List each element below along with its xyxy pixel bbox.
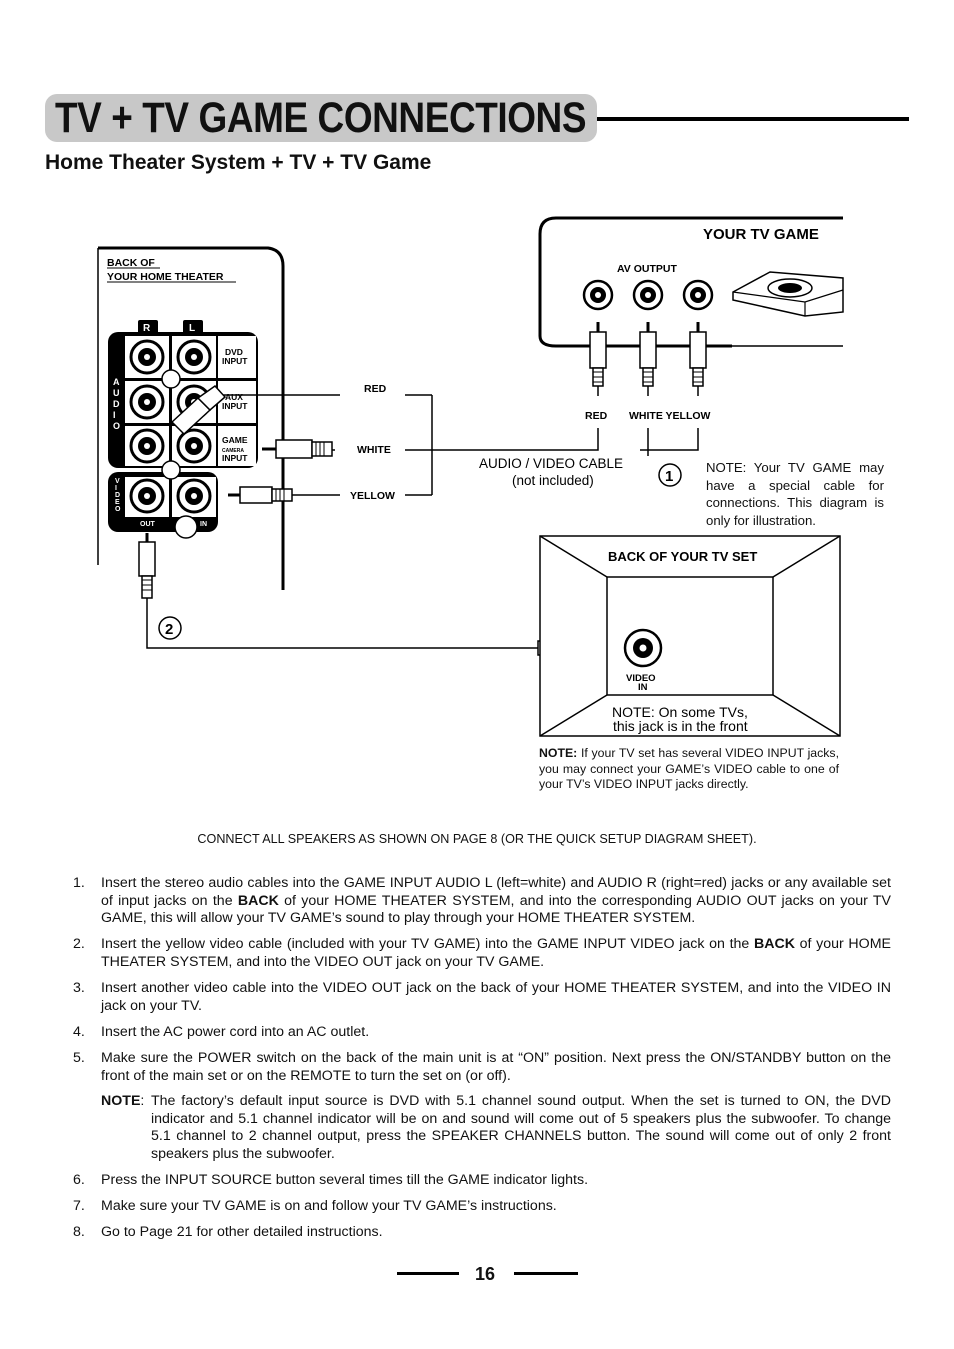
step-1-number: 1: [665, 468, 673, 485]
cable-red-label: RED: [364, 383, 387, 395]
footer-rule-left: [397, 1272, 459, 1275]
list-item: 4.Insert the AC power cord into an AC ou…: [73, 1023, 370, 1040]
svg-text:INPUT: INPUT: [222, 453, 248, 463]
av-plug-red: [589, 322, 607, 396]
connection-diagram: BACK OF YOUR HOME THEATER R L A U D I O: [97, 216, 844, 737]
page-number: 16: [474, 1264, 496, 1284]
tv-input-note: NOTE: If your TV set has several VIDEO I…: [539, 746, 839, 791]
cable-yellow-label: YELLOW: [350, 490, 395, 502]
list-item: 2.Insert the yellow video cable (include…: [73, 936, 891, 970]
game-input-label: GAME: [222, 435, 248, 445]
av-output-label: AV OUTPUT: [617, 263, 677, 275]
in-label: IN: [200, 521, 207, 528]
video-jack: [129, 478, 165, 514]
speaker-connection-note: CONNECT ALL SPEAKERS AS SHOWN ON PAGE 8 …: [197, 832, 757, 846]
page-footer: 16: [0, 1264, 954, 1288]
av-output-jack: [582, 279, 614, 311]
dvd-input-label: DVD: [225, 347, 243, 357]
list-item: 8.Go to Page 21 for other detailed instr…: [73, 1224, 383, 1241]
tv-back-panel: BACK OF YOUR TV SET VIDEO IN NOTE: On so…: [539, 535, 841, 737]
game-cable-note: NOTE: Your TV GAME may have a special ca…: [706, 460, 884, 528]
tv-jack-note: NOTE: On some TVs,: [612, 704, 748, 720]
out-label: OUT: [140, 521, 156, 528]
audio-jack: [129, 428, 165, 464]
av-cable-sublabel: (not included): [512, 473, 594, 488]
list-item: 5.Make sure the POWER switch on the back…: [73, 1050, 891, 1084]
av-output-jack: [632, 279, 664, 311]
r-label: R: [143, 323, 151, 334]
instruction-list: 1.Insert the stereo audio cables into th…: [73, 875, 891, 1250]
audio-jack: [176, 339, 212, 375]
audio-jack: [129, 339, 165, 375]
step-2-badge: [158, 616, 182, 640]
plug-red-label: RED: [585, 410, 608, 422]
power-note: NOTE:The factory’s default input source …: [101, 1092, 891, 1162]
svg-text:IN: IN: [638, 682, 648, 693]
step-1-badge: [658, 463, 682, 487]
av-cable-label: AUDIO / VIDEO CABLE: [479, 456, 623, 471]
game-console-icon: [732, 271, 844, 317]
video-vertical-label: V I D E O: [115, 478, 122, 513]
cable-white-label: WHITE: [357, 444, 391, 456]
audio-vertical-label: A U D I O: [113, 377, 122, 431]
section-subtitle: Home Theater System + TV + TV Game: [45, 151, 432, 174]
red-plug: [170, 385, 227, 436]
yellow-plug: [228, 486, 293, 504]
title-background: [45, 94, 597, 142]
list-item: 6.Press the INPUT SOURCE button several …: [73, 1171, 589, 1188]
title-rule: [597, 117, 909, 121]
audio-jack: [176, 428, 212, 464]
page-header: TV + TV GAME CONNECTIONS: [45, 94, 909, 144]
aux-input-label: AUX: [225, 392, 243, 402]
plug-white-yellow-label: WHITE YELLOW: [629, 410, 711, 422]
ht-label-1: BACK OF: [107, 257, 155, 269]
footer-rule-right: [514, 1272, 578, 1275]
page-title: TV + TV GAME CONNECTIONS: [55, 94, 587, 142]
list-item: 1.Insert the stereo audio cables into th…: [73, 875, 891, 927]
ht-label-2: YOUR HOME THEATER: [107, 271, 224, 283]
audio-jack: [129, 384, 165, 420]
l-label: L: [189, 323, 195, 334]
tv-game-panel: YOUR TV GAME AV OUTPUT RED WHITE YELLOW: [538, 216, 844, 422]
svg-text:CAMERA: CAMERA: [222, 448, 244, 454]
tv-back-title: BACK OF YOUR TV SET: [608, 549, 757, 564]
svg-text:INPUT: INPUT: [222, 356, 248, 366]
step-2-number: 2: [165, 621, 173, 638]
av-plug-white: [639, 322, 657, 396]
av-output-jack: [682, 279, 714, 311]
video-in-label: VIDEO: [626, 673, 656, 684]
video-jack: [176, 478, 212, 514]
video-in-jack: [623, 628, 663, 668]
list-item: 3.Insert another video cable into the VI…: [73, 980, 891, 1014]
list-item: 7.Make sure your TV GAME is on and follo…: [73, 1198, 557, 1215]
white-plug: [262, 439, 333, 459]
svg-text:this jack is in the front: this jack is in the front: [613, 718, 748, 734]
video-cable: [138, 533, 600, 658]
home-theater-panel: BACK OF YOUR HOME THEATER R L A U D I O: [97, 246, 285, 590]
tv-game-title: YOUR TV GAME: [703, 226, 819, 243]
av-plug-yellow: [689, 322, 707, 396]
svg-text:INPUT: INPUT: [222, 401, 248, 411]
